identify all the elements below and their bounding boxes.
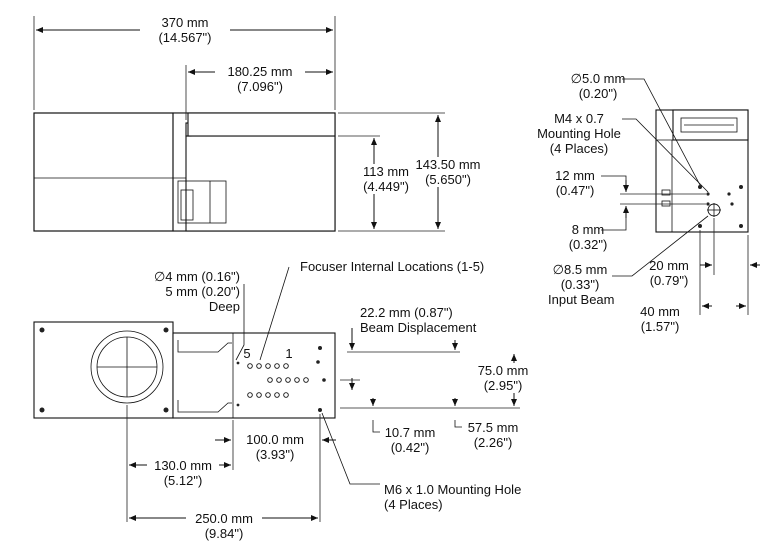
note-hole4-line1: ∅4 mm (0.16") xyxy=(153,269,240,284)
dim-250: 250.0 mm (9.84") xyxy=(186,511,262,541)
dim-75: 75.0 mm (2.95") xyxy=(468,363,538,393)
dim-overall-length: 370 mm (14.567") xyxy=(140,15,230,45)
dim-57-mm: 57.5 mm xyxy=(467,420,519,435)
dim-130-in: (5.12") xyxy=(163,473,203,488)
dim-20-mm: 20 mm xyxy=(649,258,689,273)
note-m4-line1: M4 x 0.7 xyxy=(554,111,604,126)
side-view xyxy=(33,112,336,232)
dim-20: 20 mm (0.79") xyxy=(644,258,694,288)
beam-disp-label: Beam Displacement xyxy=(360,320,477,335)
dim-height-113-mm: 113 mm xyxy=(363,164,409,179)
dim-75-in: (2.95") xyxy=(483,378,523,393)
dim-100: 100.0 mm (3.93") xyxy=(240,432,310,462)
note-m6-line2: (4 Places) xyxy=(384,497,443,512)
input-beam-label: Input Beam xyxy=(548,292,615,307)
note-focuser: Focuser Internal Locations (1-5) xyxy=(300,259,500,274)
dim-10-in: (0.42") xyxy=(390,440,430,455)
dim-40-mm: 40 mm xyxy=(640,304,680,319)
dim-beam-displacement: 22.2 mm (0.87") Beam Displacement xyxy=(360,305,500,335)
note-hole4-line2: 5 mm (0.20") xyxy=(165,284,240,299)
top-view xyxy=(33,321,336,419)
dim-40-in: (1.57") xyxy=(640,319,680,334)
note-input-beam: ∅8.5 mm (0.33") Input Beam xyxy=(548,262,615,307)
dim-100-in: (3.93") xyxy=(255,447,295,462)
dim-height-113-in: (4.449") xyxy=(363,179,409,194)
note-m4-line3: (4 Places) xyxy=(549,141,609,156)
dim-hole-dia-5: ∅5.0 mm (0.20") xyxy=(570,71,626,101)
dim-250-in: (9.84") xyxy=(204,526,244,541)
dim-height-143-mm: 143.50 mm xyxy=(415,157,481,172)
dim-10: 10.7 mm (0.42") xyxy=(378,425,442,455)
dim-10-mm: 10.7 mm xyxy=(384,425,436,440)
dim-57-in: (2.26") xyxy=(473,435,513,450)
dim-offset-180-mm: 180.25 mm xyxy=(227,64,293,79)
note-m6-line1: M6 x 1.0 Mounting Hole xyxy=(384,482,522,497)
dim-offset-180: 180.25 mm (7.096") xyxy=(215,64,305,94)
note-m4-hole: M4 x 0.7 Mounting Hole (4 Places) xyxy=(534,111,624,156)
dim-8-mm: 8 mm xyxy=(571,222,605,237)
input-beam-in: (0.33") xyxy=(560,277,600,292)
dim-offset-180-in: (7.096") xyxy=(237,79,283,94)
dim-75-mm: 75.0 mm xyxy=(477,363,529,378)
note-m6-hole: M6 x 1.0 Mounting Hole (4 Places) xyxy=(384,482,554,512)
focuser-index-1: 1 xyxy=(285,346,293,361)
dim-height-143: 143.50 mm (5.650") xyxy=(413,157,483,187)
dim-250-mm: 250.0 mm xyxy=(195,511,253,526)
end-view xyxy=(655,109,749,233)
dim-12-in: (0.47") xyxy=(555,183,595,198)
dim-height-113: 113 mm (4.449") xyxy=(358,164,414,194)
dim-overall-length-mm: 370 mm xyxy=(161,15,209,30)
focuser-holes xyxy=(247,360,326,398)
focuser-index-5: 5 xyxy=(243,346,251,361)
dim-20-in: (0.79") xyxy=(649,273,689,288)
note-focuser-label: Focuser Internal Locations (1-5) xyxy=(300,259,485,274)
beam-disp-mm: 22.2 mm (0.87") xyxy=(360,305,453,320)
dim-hole-dia-5-in: (0.20") xyxy=(578,86,618,101)
dim-8: 8 mm (0.32") xyxy=(566,222,610,252)
dim-57: 57.5 mm (2.26") xyxy=(460,420,526,450)
note-hole-dia-4: ∅4 mm (0.16") 5 mm (0.20") Deep xyxy=(144,269,240,314)
dim-12-mm: 12 mm xyxy=(555,168,595,183)
dim-8-in: (0.32") xyxy=(568,237,608,252)
note-hole4-line3: Deep xyxy=(208,299,240,314)
dim-130: 130.0 mm (5.12") xyxy=(147,458,219,488)
dim-40: 40 mm (1.57") xyxy=(634,304,686,334)
dim-130-mm: 130.0 mm xyxy=(154,458,212,473)
input-beam-mm: ∅8.5 mm xyxy=(552,262,608,277)
dim-overall-length-in: (14.567") xyxy=(158,30,212,45)
dim-height-143-in: (5.650") xyxy=(425,172,471,187)
dim-hole-dia-5-mm: ∅5.0 mm xyxy=(570,71,626,86)
dim-12: 12 mm (0.47") xyxy=(549,168,601,198)
dim-100-mm: 100.0 mm xyxy=(246,432,304,447)
note-m4-line2: Mounting Hole xyxy=(537,126,621,141)
